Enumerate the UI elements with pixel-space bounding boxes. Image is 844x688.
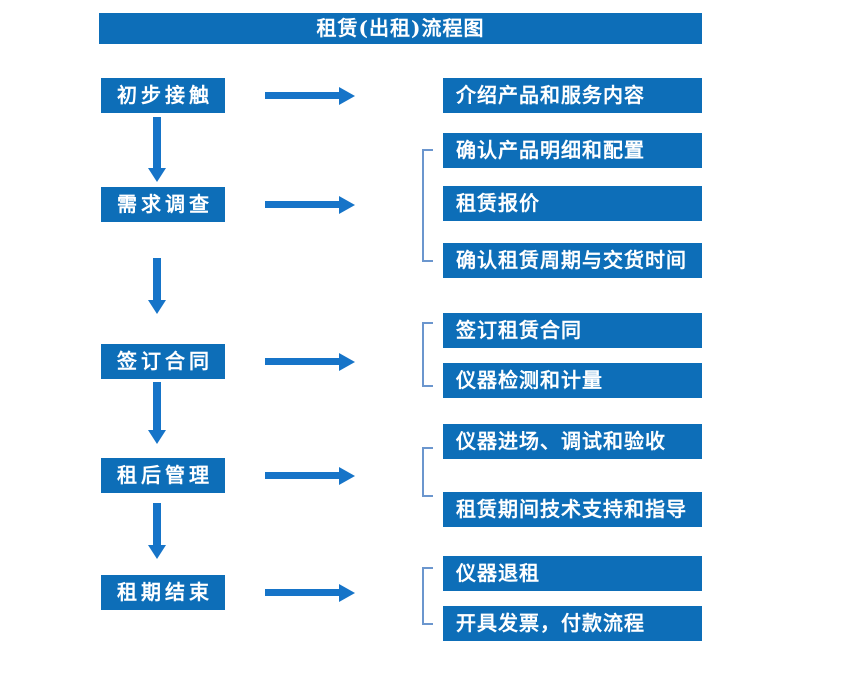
detail-box-technical-support: 租赁期间技术支持和指导	[443, 492, 702, 527]
right-arrow-icon	[265, 472, 339, 479]
right-arrow-icon	[265, 92, 339, 99]
step-box-lease-end: 租期结束	[101, 575, 225, 610]
flowchart-title: 租赁(出租)流程图	[99, 13, 702, 44]
detail-box-instrument-setup: 仪器进场、调试和验收	[443, 424, 702, 459]
down-arrow-icon	[153, 382, 161, 431]
group-bracket-lease-end	[422, 567, 433, 625]
detail-box-introduce-products: 介绍产品和服务内容	[443, 78, 702, 113]
step-box-post-rental-management: 租后管理	[101, 458, 225, 493]
down-arrow-icon	[153, 117, 161, 169]
right-arrow-icon	[265, 589, 339, 596]
detail-box-confirm-period-delivery: 确认租赁周期与交货时间	[443, 243, 702, 278]
down-arrow-icon	[153, 258, 161, 301]
detail-box-confirm-product-config: 确认产品明细和配置	[443, 133, 702, 168]
right-arrow-icon	[265, 201, 339, 208]
step-box-demand-survey: 需求调查	[101, 187, 225, 222]
detail-box-sign-rental-contract: 签订租赁合同	[443, 313, 702, 348]
detail-box-invoice-payment: 开具发票，付款流程	[443, 606, 702, 641]
group-bracket-sign-contract	[422, 322, 433, 387]
group-bracket-demand-survey	[422, 149, 433, 262]
group-bracket-post-rental	[422, 447, 433, 497]
step-box-initial-contact: 初步接触	[101, 78, 225, 113]
detail-box-instrument-testing: 仪器检测和计量	[443, 363, 702, 398]
down-arrow-icon	[153, 503, 161, 546]
step-box-sign-contract: 签订合同	[101, 344, 225, 379]
right-arrow-icon	[265, 358, 339, 365]
detail-box-instrument-return: 仪器退租	[443, 556, 702, 591]
detail-box-rental-quotation: 租赁报价	[443, 186, 702, 221]
